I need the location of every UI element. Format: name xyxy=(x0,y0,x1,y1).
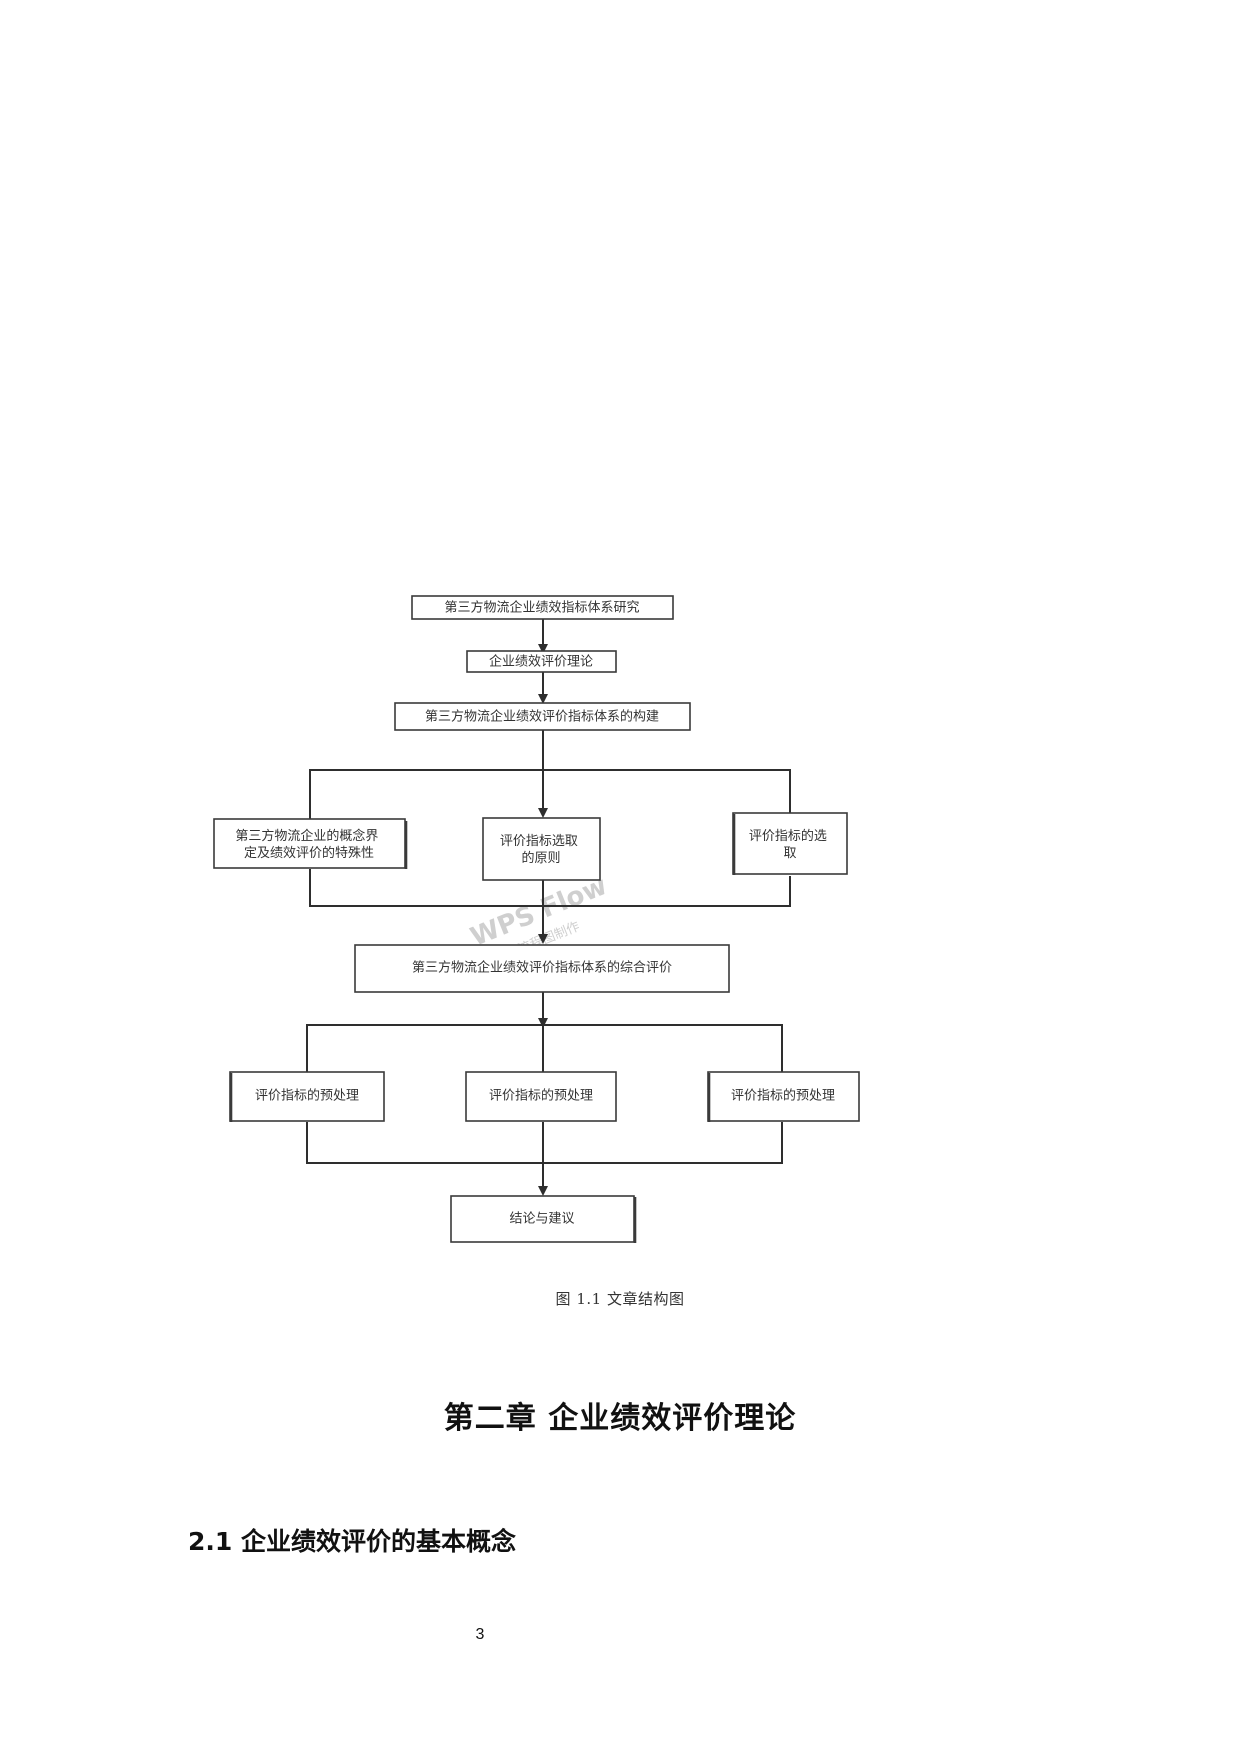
connector xyxy=(306,1024,783,1072)
node-label-line-2: 定及绩效评价的特殊性 xyxy=(244,845,374,861)
flow-node-comprehensive: 第三方物流企业绩效评价指标体系的综合评价 xyxy=(354,944,730,993)
node-label: 评价指标选取 的原则 xyxy=(500,834,582,866)
node-label-line-1: 评价指标的选 xyxy=(749,828,827,844)
node-label: 评价指标的选 取 xyxy=(749,828,831,861)
node-label: 第三方物流企业绩效评价指标体系的构建 xyxy=(425,709,659,725)
flow-node-research: 第三方物流企业绩效指标体系研究 xyxy=(411,595,674,620)
node-label: 评价指标的预处理 xyxy=(255,1088,359,1104)
flow-node-preprocess-left: 评价指标的预处理 xyxy=(229,1071,385,1122)
figure-caption: 图 1.1 文章结构图 xyxy=(555,1290,685,1308)
node-label: 企业绩效评价理论 xyxy=(489,654,593,670)
flow-node-principles: 评价指标选取 的原则 xyxy=(482,817,601,881)
node-label-line-2: 的原则 xyxy=(521,850,560,866)
connector xyxy=(309,869,791,907)
flow-node-selection: 评价指标的选 取 xyxy=(732,812,848,875)
flow-node-theory: 企业绩效评价理论 xyxy=(466,650,617,673)
chapter-title: 第二章 企业绩效评价理论 xyxy=(443,1401,797,1436)
node-label-line-1: 评价指标选取 xyxy=(500,834,578,849)
section-title: 2.1 企业绩效评价的基本概念 xyxy=(188,1527,516,1556)
flow-node-construction: 第三方物流企业绩效评价指标体系的构建 xyxy=(394,702,691,731)
node-label-line-2: 取 xyxy=(783,846,796,861)
node-label: 第三方物流企业绩效指标体系研究 xyxy=(444,600,639,616)
flow-node-preprocess-right: 评价指标的预处理 xyxy=(707,1071,860,1122)
page-number: 3 xyxy=(475,1626,485,1643)
node-label-line-1: 第三方物流企业的概念界 xyxy=(235,828,378,844)
flow-node-concept: 第三方物流企业的概念界 定及绩效评价的特殊性 xyxy=(213,818,408,869)
node-label: 第三方物流企业绩效评价指标体系的综合评价 xyxy=(412,960,672,976)
flow-node-conclusion: 结论与建议 xyxy=(450,1195,637,1243)
flow-node-preprocess-middle: 评价指标的预处理 xyxy=(465,1071,617,1122)
node-label: 第三方物流企业的概念界 定及绩效评价的特殊性 xyxy=(235,828,382,861)
node-label: 结论与建议 xyxy=(509,1212,574,1227)
node-label: 评价指标的预处理 xyxy=(489,1088,593,1104)
node-label: 评价指标的预处理 xyxy=(731,1088,835,1104)
connector xyxy=(306,1122,783,1164)
